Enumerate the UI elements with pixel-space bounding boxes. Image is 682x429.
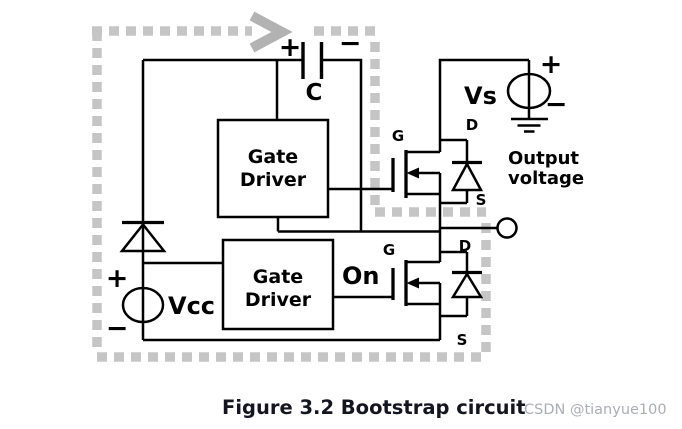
hs-body-arrow-icon <box>406 167 419 179</box>
gate-driver-high-line2: Driver <box>240 169 307 191</box>
gate-driver-low-rect <box>221 238 335 331</box>
vs-minus-label: − <box>545 89 568 120</box>
vs-source-circle <box>506 72 552 110</box>
output-terminal-circle <box>496 217 518 239</box>
watermark: CSDN @tianyue100 <box>524 402 667 418</box>
vcc-source: + − Vcc <box>106 263 215 344</box>
hs-gate-label: G <box>392 127 404 145</box>
figure-caption: Figure 3.2 Bootstrap circuit <box>222 396 526 419</box>
output-voltage-line2: voltage <box>508 168 584 189</box>
hs-drain-label: D <box>466 116 478 134</box>
vs-source: + − Vs <box>464 49 568 133</box>
gate-driver-high-rect <box>216 118 330 219</box>
gate-driver-low-line1: Gate <box>253 266 303 288</box>
bootstrap-diode <box>119 220 167 253</box>
ls-body-diode-triangle <box>450 271 484 299</box>
ls-gate-label: G <box>383 241 395 259</box>
gate-driver-low-line2: Driver <box>245 289 312 311</box>
hs-source-label: S <box>476 191 487 209</box>
mosfet-high-side: G D S <box>391 116 487 228</box>
capacitor-minus-label: − <box>339 28 362 59</box>
ls-drain-label: D <box>459 237 471 255</box>
output-terminal: Output voltage <box>496 148 584 239</box>
vs-name-label: Vs <box>464 82 497 110</box>
on-state-label: On <box>342 262 380 290</box>
vcc-source-circle <box>121 286 165 324</box>
wire-hs-drain-to-vs <box>438 58 529 152</box>
capacitor-name-label: C <box>306 80 323 106</box>
capacitor-plus-label: + <box>279 32 302 63</box>
output-voltage-line1: Output <box>508 148 579 169</box>
current-direction-arrow-icon <box>249 11 293 53</box>
vs-plus-label: + <box>540 49 563 80</box>
wire-cap-to-switch-node <box>321 58 363 232</box>
mosfet-low-side: G D S <box>383 228 484 349</box>
bootstrap-diode-triangle <box>119 222 167 253</box>
vcc-plus-label: + <box>106 263 129 294</box>
gate-driver-high-box: Gate Driver <box>216 118 330 219</box>
bootstrap-capacitor: + − C <box>279 28 362 106</box>
bootstrap-current-path <box>92 11 491 362</box>
gate-driver-high-line1: Gate <box>248 146 298 168</box>
hs-body-diode-triangle <box>450 161 484 192</box>
ls-source-label: S <box>457 331 468 349</box>
vcc-name-label: Vcc <box>168 292 215 320</box>
gate-driver-low-box: Gate Driver On <box>221 238 380 331</box>
vcc-minus-label: − <box>106 313 129 344</box>
ls-body-arrow-icon <box>406 277 419 289</box>
circuit-wires <box>141 58 531 342</box>
